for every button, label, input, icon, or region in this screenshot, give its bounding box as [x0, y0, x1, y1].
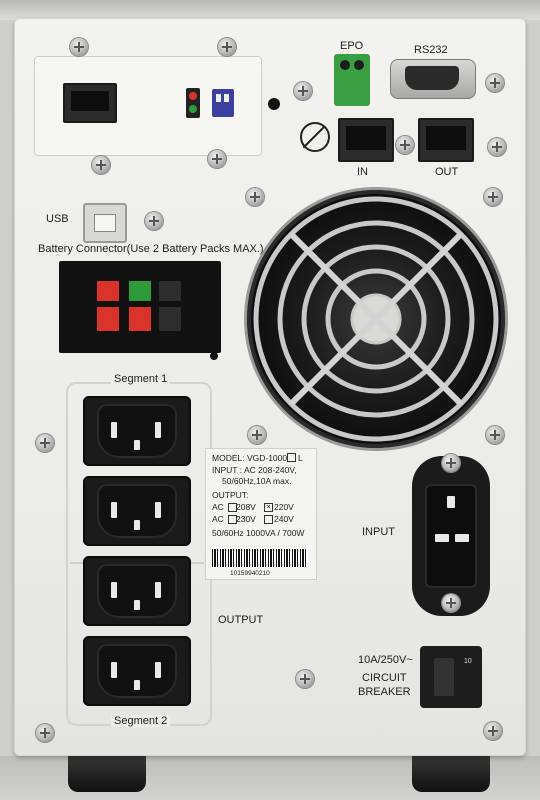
screw-icon [442, 454, 460, 472]
input-label: INPUT [362, 526, 395, 538]
usb-port[interactable] [83, 203, 127, 243]
screw-icon [70, 38, 88, 56]
screw-icon [36, 434, 54, 452]
v240-checkbox [264, 515, 273, 524]
output-outlet-4[interactable] [83, 636, 191, 706]
screw-icon [296, 670, 314, 688]
v230-checkbox [228, 515, 237, 524]
epo-terminal-1 [340, 60, 350, 70]
sticker-v240: 240V [274, 514, 294, 524]
usb-b-socket [94, 214, 116, 232]
rs232-port[interactable] [390, 59, 476, 99]
sticker-barcode-text: 10159940210 [230, 570, 270, 577]
output-label: OUTPUT [218, 614, 264, 626]
screw-icon [248, 426, 266, 444]
segment2-label: Segment 2 [111, 715, 171, 727]
right-foot [412, 752, 490, 792]
battery-connector-label: Battery Connector(Use 2 Battery Packs MA… [38, 243, 264, 255]
iec-input-socket[interactable] [425, 484, 477, 588]
sticker-input-1: INPUT : AC 208-240V, [212, 465, 297, 475]
sticker-v208: 208V [236, 502, 256, 512]
screw-icon [396, 136, 414, 154]
usb-label: USB [46, 213, 69, 225]
rs232-label: RS232 [414, 44, 448, 56]
circuit-breaker[interactable]: 10 [420, 646, 482, 708]
screw-icon [218, 38, 236, 56]
battery-pin-red-2 [97, 307, 119, 331]
battery-connector[interactable] [59, 261, 221, 353]
screw-icon [486, 74, 504, 92]
status-led-block [186, 88, 200, 118]
phone-slash [302, 125, 326, 149]
sticker-rating-line: 50/60Hz 1000VA / 700W [212, 528, 305, 538]
screw-icon [294, 82, 312, 100]
barcode [212, 549, 308, 567]
fan-guard-icon [253, 196, 499, 442]
screw-icon [92, 156, 110, 174]
sticker-input-2: 50/60Hz,10A max. [222, 476, 292, 486]
green-led-icon [189, 105, 197, 113]
screw-icon [486, 426, 504, 444]
dip-switch[interactable] [212, 89, 234, 117]
screw-icon [488, 138, 506, 156]
input-socket-plate [412, 456, 490, 616]
breaker-button[interactable] [434, 658, 454, 696]
phone-icon [300, 122, 330, 152]
screw-icon [484, 188, 502, 206]
sticker-ac-2: AC [212, 514, 224, 524]
network-port[interactable] [63, 83, 117, 123]
breaker-circuit-label: CIRCUIT [362, 672, 407, 684]
cooling-fan [247, 190, 505, 448]
line-in-label: IN [357, 166, 368, 178]
epo-label: EPO [340, 40, 364, 52]
output-outlet-3[interactable] [83, 556, 191, 626]
battery-pin-black-1 [159, 281, 181, 301]
screw-icon [484, 722, 502, 740]
breaker-breaker-label: BREAKER [358, 686, 411, 698]
screw-icon [208, 150, 226, 168]
small-hole [210, 352, 218, 360]
model-checkbox [287, 453, 296, 462]
segment1-label: Segment 1 [111, 373, 171, 385]
dip-switch-2[interactable] [224, 94, 229, 102]
sticker-output-title: OUTPUT: [212, 490, 249, 500]
line-out-port[interactable] [418, 118, 474, 162]
reset-hole[interactable] [268, 98, 280, 110]
v208-checkbox [228, 503, 237, 512]
sticker-v220: 220V [274, 502, 294, 512]
sticker-model: MODEL: VGD-1000 [212, 453, 288, 463]
breaker-rating-label: 10A/250V~ [358, 654, 413, 666]
screw-icon [36, 724, 54, 742]
sticker-model-suffix: L [298, 453, 303, 463]
sticker-ac-1: AC [212, 502, 224, 512]
battery-pin-green [129, 281, 151, 301]
screw-icon [145, 212, 163, 230]
top-edge [0, 0, 540, 20]
output-outlet-2[interactable] [83, 476, 191, 546]
red-led-icon [189, 92, 197, 100]
output-outlet-1[interactable] [83, 396, 191, 466]
left-foot [68, 752, 146, 792]
battery-pin-red-3 [129, 307, 151, 331]
db9-connector [405, 66, 459, 90]
screw-icon [246, 188, 264, 206]
screw-icon [442, 594, 460, 612]
dip-switch-1[interactable] [216, 94, 221, 102]
breaker-switch-text: 10 [464, 658, 472, 665]
epo-terminal-2 [354, 60, 364, 70]
v220-checked-icon: × [264, 503, 273, 512]
battery-pin-red-1 [97, 281, 119, 301]
epo-connector[interactable] [334, 54, 370, 106]
line-in-port[interactable] [338, 118, 394, 162]
sticker-v230: 230V [236, 514, 256, 524]
battery-pin-black-2 [159, 307, 181, 331]
line-out-label: OUT [435, 166, 459, 178]
